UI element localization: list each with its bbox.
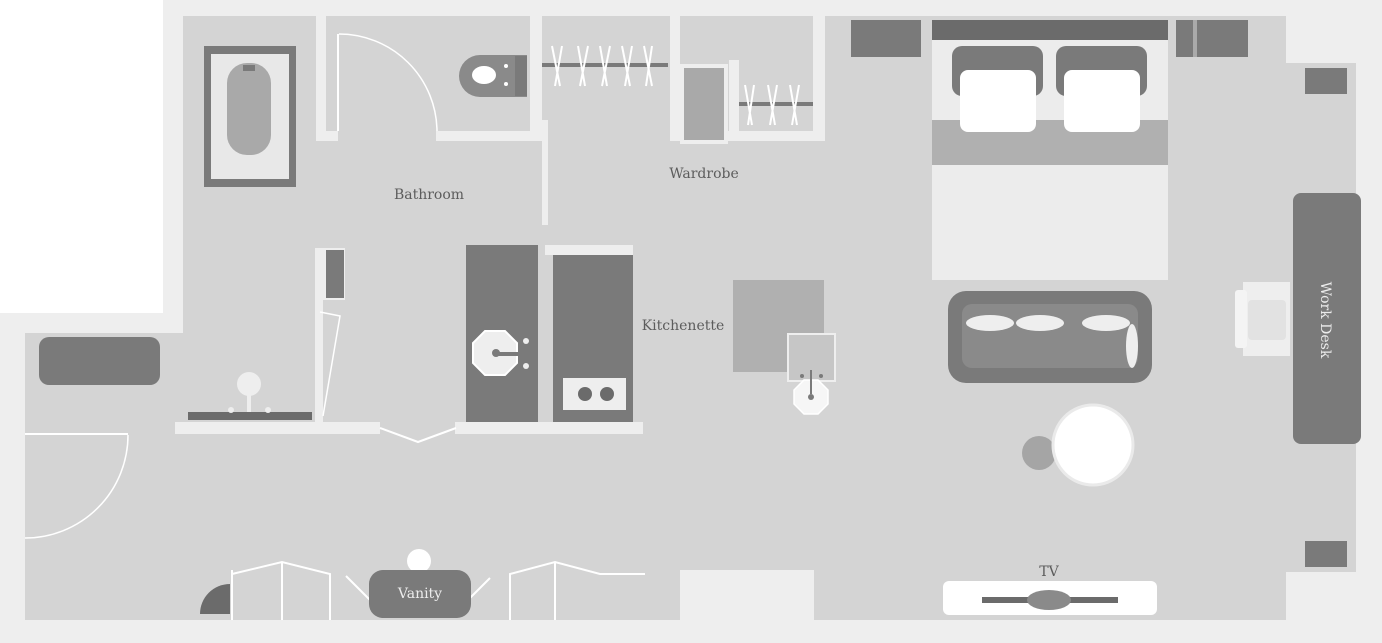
round-table-icon bbox=[1051, 403, 1135, 487]
side-cabinet-bottom bbox=[1305, 541, 1347, 567]
side-cabinet-top bbox=[1305, 68, 1347, 94]
nightstand-left bbox=[851, 20, 921, 57]
entry-door-swing-icon bbox=[24, 433, 129, 539]
tv-unit: TV bbox=[943, 564, 1157, 615]
label-kitchenette: Kitchenette bbox=[642, 318, 725, 334]
bathroom-door-swing-icon bbox=[337, 33, 438, 132]
label-wardrobe: Wardrobe bbox=[669, 166, 739, 182]
interior-walls bbox=[20, 16, 1382, 495]
clothes-rail-icon bbox=[542, 45, 813, 126]
folding-doors-icon bbox=[231, 560, 645, 620]
kitchen-counter-cooktop bbox=[553, 255, 633, 422]
label-tv: TV bbox=[1039, 564, 1059, 580]
wall-segment bbox=[680, 570, 814, 620]
entry-closet bbox=[39, 337, 160, 385]
corner-fixture bbox=[200, 584, 230, 614]
toilet-icon bbox=[459, 55, 527, 97]
pillow-icon bbox=[1056, 46, 1147, 132]
bar-table bbox=[733, 280, 836, 415]
label-bathroom: Bathroom bbox=[394, 187, 464, 203]
kitchen-counter-sink bbox=[466, 245, 538, 422]
nightstand-right bbox=[1176, 20, 1248, 57]
sofa-icon bbox=[948, 291, 1152, 383]
cooktop-icon bbox=[563, 378, 626, 410]
bathtub-icon bbox=[204, 46, 296, 187]
vanity-unit: Vanity bbox=[369, 549, 471, 618]
chair-icon bbox=[1235, 282, 1290, 356]
bed-icon bbox=[932, 20, 1168, 280]
pillow-icon bbox=[952, 46, 1043, 132]
stool-icon bbox=[1022, 436, 1056, 470]
shower-icon bbox=[188, 248, 345, 420]
vanity-stool-icon bbox=[407, 549, 431, 573]
label-vanity: Vanity bbox=[397, 586, 442, 602]
work-desk: Work Desk bbox=[1293, 193, 1361, 444]
wardrobe-cabinet bbox=[680, 64, 728, 144]
label-work-desk: Work Desk bbox=[1317, 282, 1333, 359]
pocket-door-icon bbox=[379, 427, 457, 444]
